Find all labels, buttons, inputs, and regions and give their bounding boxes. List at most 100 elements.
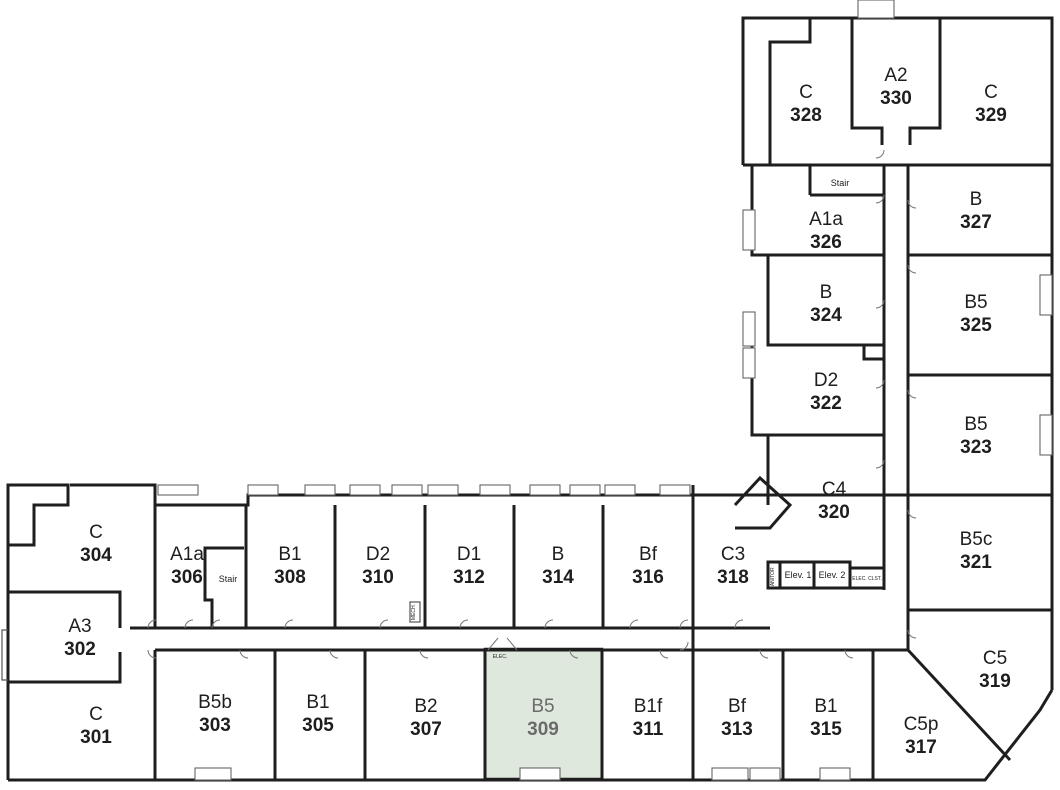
svg-text:D1: D1 bbox=[457, 544, 481, 565]
svg-text:316: 316 bbox=[632, 567, 664, 588]
elec-corridor-label: ELEC. bbox=[493, 654, 507, 660]
svg-text:B: B bbox=[552, 544, 565, 565]
svg-text:A1a: A1a bbox=[809, 209, 843, 230]
svg-text:322: 322 bbox=[810, 393, 842, 414]
svg-text:C: C bbox=[89, 522, 103, 543]
elec-closet-label: ELEC. CLST. bbox=[852, 576, 881, 582]
svg-text:313: 313 bbox=[721, 719, 753, 740]
svg-text:C3: C3 bbox=[721, 544, 745, 565]
svg-text:314: 314 bbox=[542, 567, 574, 588]
svg-text:309: 309 bbox=[527, 719, 559, 740]
svg-text:321: 321 bbox=[960, 552, 992, 573]
utility-labels: Stair Stair Elev. 1 Elev. 2 ELEC. CLST. … bbox=[219, 178, 882, 660]
svg-text:315: 315 bbox=[810, 719, 842, 740]
svg-text:317: 317 bbox=[905, 737, 937, 758]
elevator-2-label: Elev. 2 bbox=[819, 570, 846, 580]
svg-text:Bf: Bf bbox=[728, 696, 747, 717]
svg-text:324: 324 bbox=[810, 305, 842, 326]
svg-text:305: 305 bbox=[302, 715, 334, 736]
svg-text:318: 318 bbox=[717, 567, 749, 588]
svg-text:B1: B1 bbox=[278, 544, 301, 565]
svg-text:D2: D2 bbox=[814, 370, 838, 391]
svg-text:C: C bbox=[799, 82, 813, 103]
svg-text:C5p: C5p bbox=[904, 714, 939, 735]
svg-text:308: 308 bbox=[274, 567, 306, 588]
svg-text:303: 303 bbox=[199, 715, 231, 736]
svg-text:B: B bbox=[820, 282, 833, 303]
svg-text:A3: A3 bbox=[68, 616, 91, 637]
svg-text:307: 307 bbox=[410, 719, 442, 740]
svg-text:C: C bbox=[984, 82, 998, 103]
svg-text:C: C bbox=[89, 704, 103, 725]
svg-text:330: 330 bbox=[880, 88, 912, 109]
room-309-highlight bbox=[483, 647, 604, 781]
svg-text:302: 302 bbox=[64, 639, 96, 660]
doors bbox=[147, 149, 917, 659]
svg-text:C5: C5 bbox=[983, 648, 1007, 669]
svg-text:323: 323 bbox=[960, 437, 992, 458]
svg-text:B: B bbox=[970, 189, 983, 210]
svg-text:A1a: A1a bbox=[170, 544, 204, 565]
svg-text:311: 311 bbox=[633, 719, 664, 740]
svg-text:B5: B5 bbox=[964, 414, 987, 435]
svg-text:320: 320 bbox=[818, 502, 850, 523]
svg-text:D2: D2 bbox=[366, 544, 390, 565]
svg-text:B5: B5 bbox=[964, 292, 987, 313]
svg-text:301: 301 bbox=[80, 727, 112, 748]
janitor-label: JANITOR bbox=[770, 567, 776, 589]
svg-text:B1: B1 bbox=[306, 692, 329, 713]
svg-text:B1f: B1f bbox=[634, 696, 663, 717]
svg-text:312: 312 bbox=[453, 567, 485, 588]
building-walls bbox=[1, 16, 1054, 782]
svg-text:A2: A2 bbox=[884, 65, 907, 86]
svg-text:304: 304 bbox=[80, 545, 112, 566]
svg-text:329: 329 bbox=[975, 105, 1007, 126]
svg-text:319: 319 bbox=[979, 671, 1011, 692]
svg-text:327: 327 bbox=[960, 212, 992, 233]
mech-label: MECH. bbox=[411, 604, 417, 620]
svg-text:B5b: B5b bbox=[198, 692, 232, 713]
svg-text:C4: C4 bbox=[822, 479, 847, 500]
svg-text:B1: B1 bbox=[814, 696, 837, 717]
svg-text:306: 306 bbox=[171, 567, 203, 588]
svg-text:310: 310 bbox=[362, 567, 394, 588]
svg-text:B5: B5 bbox=[531, 696, 554, 717]
stair-top-label: Stair bbox=[831, 178, 850, 188]
elevator-1-label: Elev. 1 bbox=[785, 570, 812, 580]
svg-text:B2: B2 bbox=[414, 696, 437, 717]
svg-text:328: 328 bbox=[790, 105, 822, 126]
svg-text:326: 326 bbox=[810, 232, 842, 253]
